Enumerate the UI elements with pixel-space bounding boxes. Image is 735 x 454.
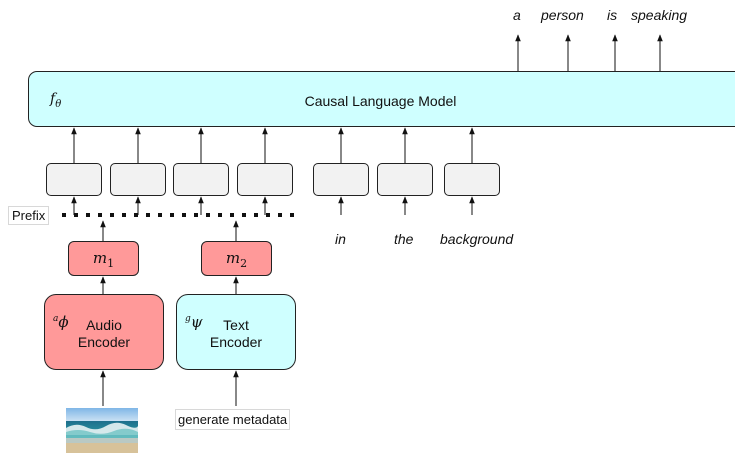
text-token-box (313, 163, 369, 196)
prefix-token-box (110, 163, 166, 196)
prefix-token-box (173, 163, 229, 196)
continuation-word: background (440, 231, 514, 247)
continuation-word: in (335, 231, 346, 247)
audio-encoder-symbol: aϕ (53, 313, 69, 331)
audio-input-image (66, 408, 138, 453)
output-word: person (541, 7, 584, 23)
model-label: Causal Language Model (304, 93, 457, 109)
prefix-label: Prefix (8, 206, 50, 225)
audio-encoder-label: Audio Encoder (77, 317, 131, 350)
text-encoder-label: Text Encoder (209, 317, 263, 350)
audio-mapper: m1 (68, 241, 139, 276)
output-word: a (513, 7, 521, 23)
text-encoder-symbol: gψ (185, 313, 203, 331)
output-word: is (607, 7, 618, 23)
output-word: speaking (631, 7, 688, 23)
text-encoder: gψ Text Encoder (176, 294, 296, 370)
prefix-token-box (237, 163, 293, 196)
prefix-token-box (46, 163, 102, 196)
model-symbol: fθ (50, 91, 62, 110)
text-token-box (377, 163, 433, 196)
text-mapper: m2 (201, 241, 272, 276)
text-input-label: generate metadata (175, 409, 291, 430)
text-token-box (444, 163, 500, 196)
continuation-word: the (394, 231, 414, 247)
causal-language-model: fθ Causal Language Model (28, 71, 735, 127)
audio-encoder: aϕ Audio Encoder (44, 294, 164, 370)
